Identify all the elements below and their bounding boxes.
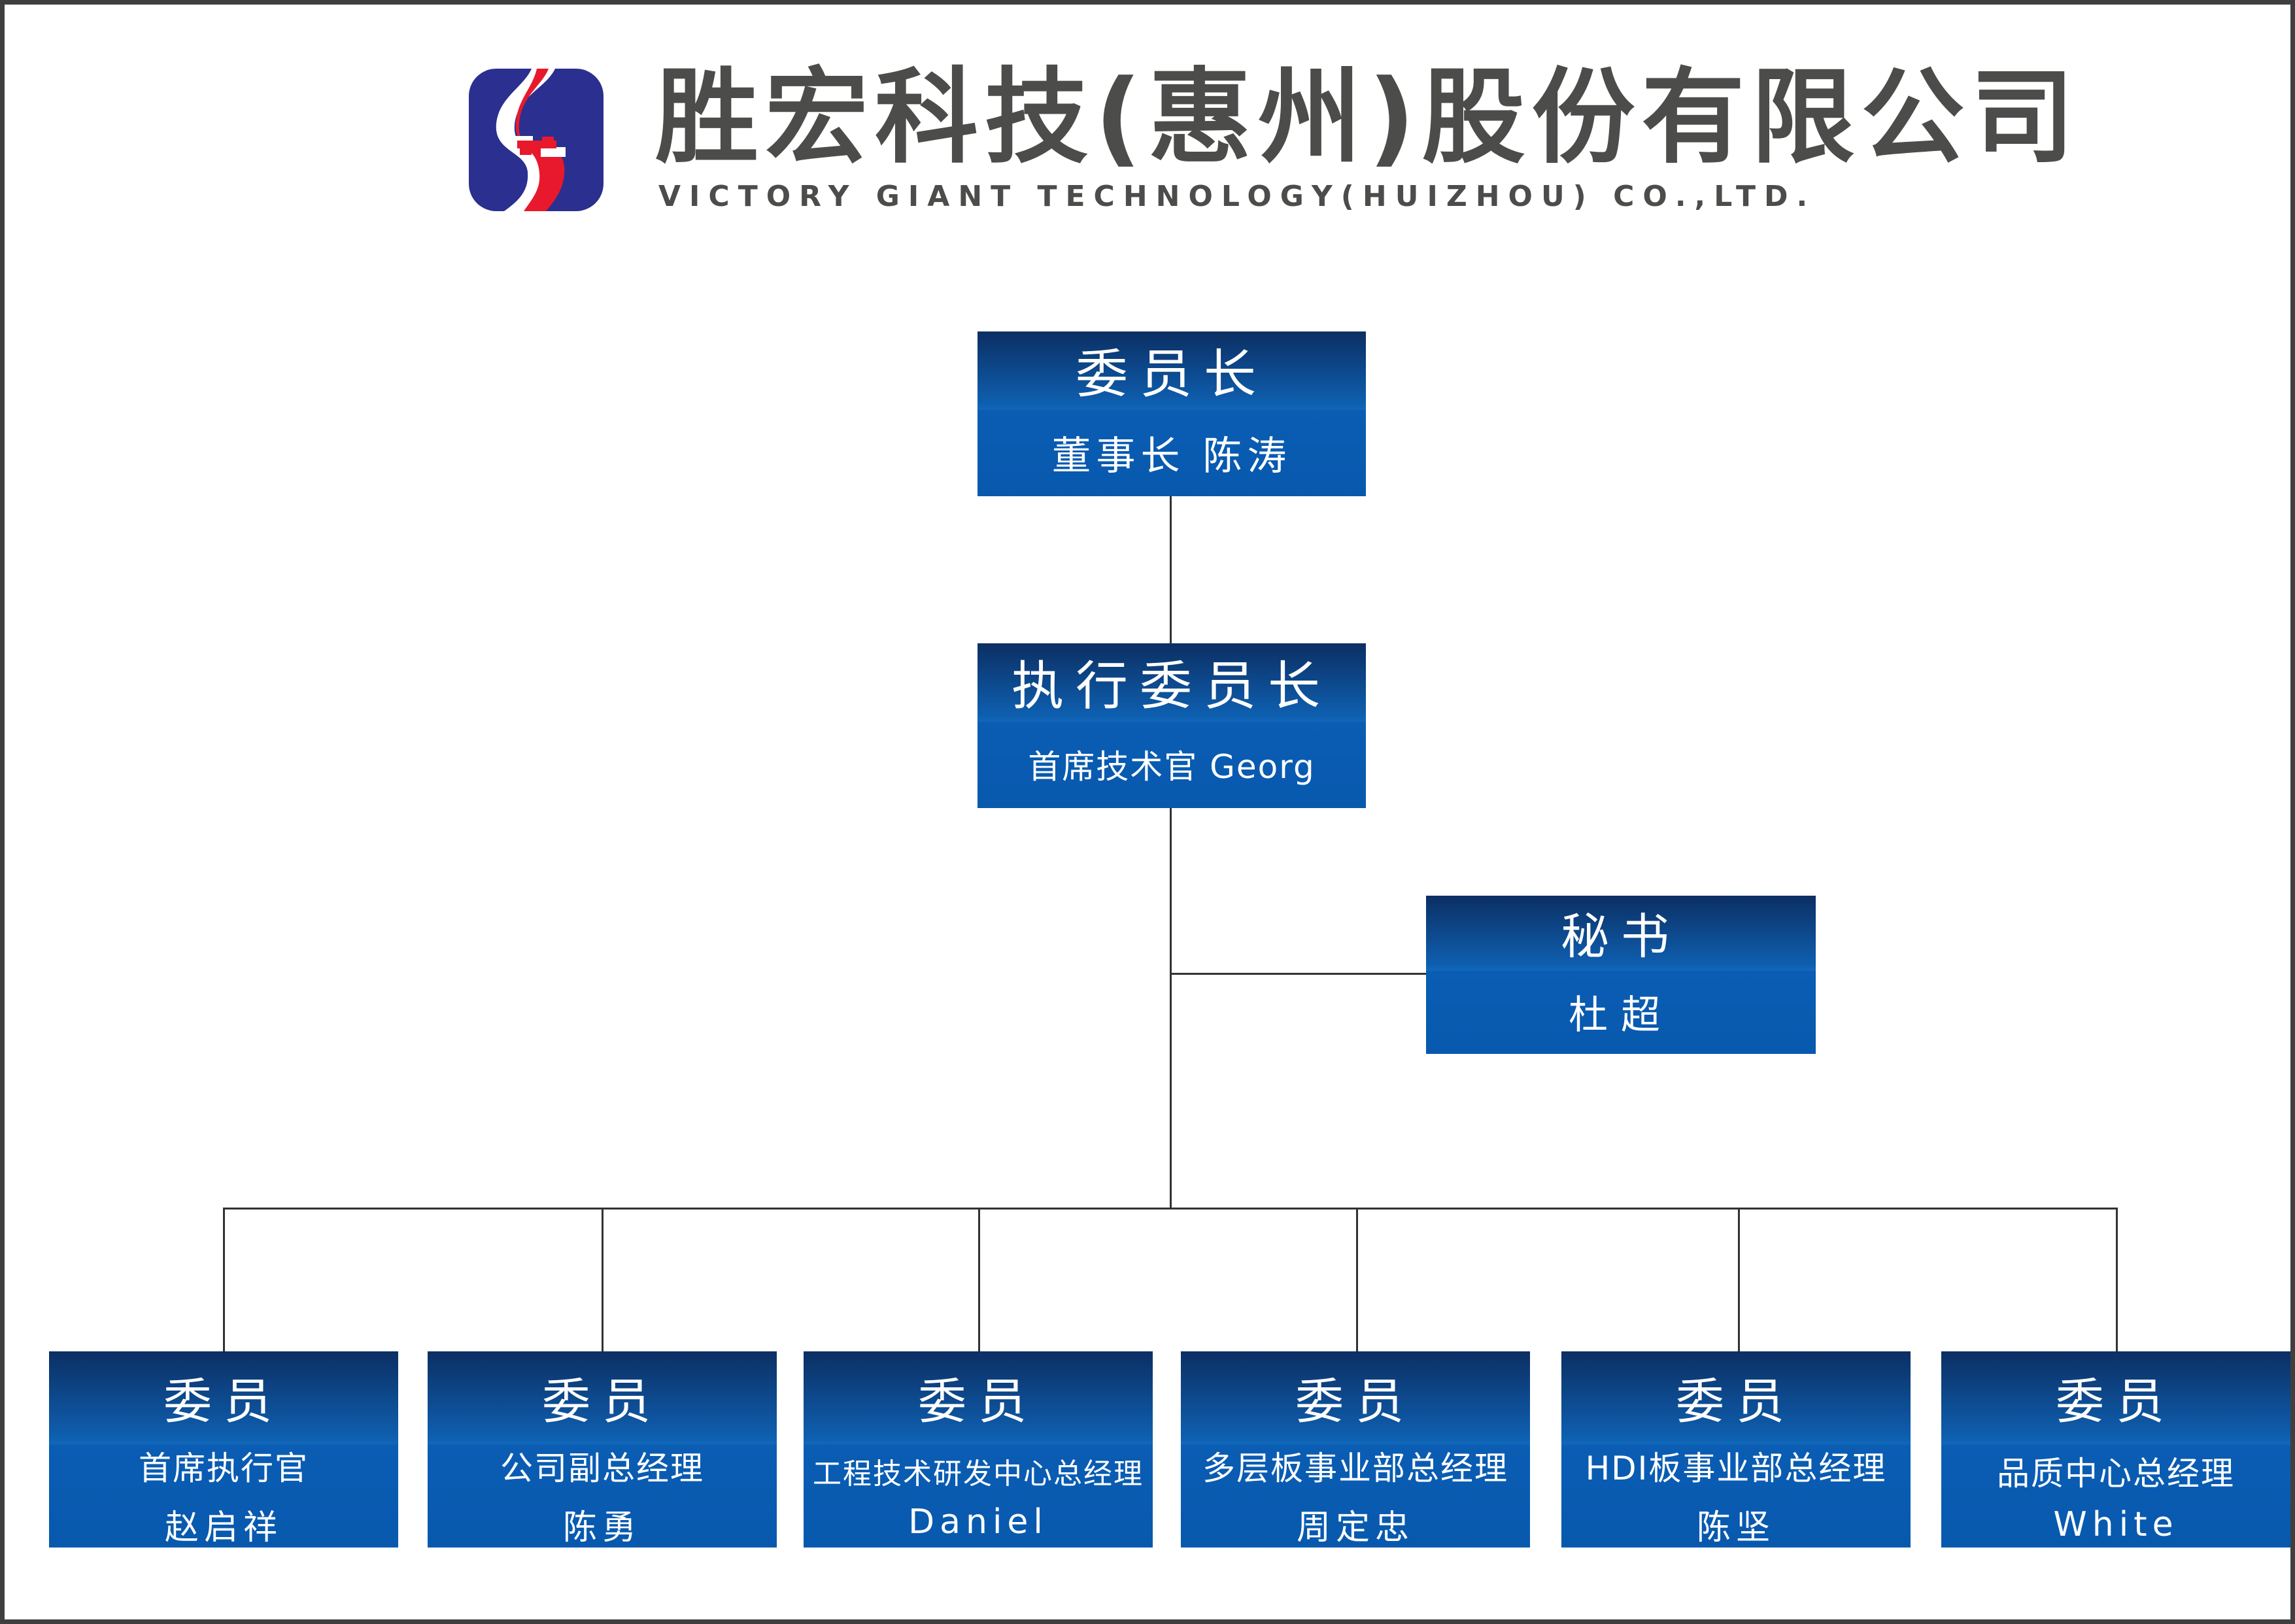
connector-drop-member-6 [2116,1208,2118,1351]
member-5-role: HDI板事业部总经理 [1585,1449,1887,1487]
member-4-role: 多层板事业部总经理 [1202,1449,1508,1487]
member-box-1: 委员 首席执行官 赵启祥 [49,1351,398,1548]
secretary-title: 秘书 [1561,909,1681,966]
chairman-person: 董事长 陈涛 [1051,433,1292,479]
member-4-title: 委员 [1295,1374,1416,1430]
secretary-box: 秘书 杜超 [1426,896,1816,1054]
member-6-name: White [2053,1504,2179,1544]
chairman-box: 委员长 董事长 陈涛 [978,331,1366,496]
company-title-chinese: 胜宏科技(惠州)股份有限公司 [655,58,2081,178]
member-1-role: 首席执行官 [139,1449,309,1487]
member-2-title: 委员 [542,1374,662,1430]
member-box-6: 委员 品质中心总经理 White [1941,1351,2290,1548]
connector-branch-secretary [1170,973,1426,975]
chairman-title: 委员长 [1076,344,1268,405]
member-3-name: Daniel [908,1502,1048,1542]
connector-drop-member-3 [978,1208,980,1351]
connector-drop-member-1 [223,1208,225,1351]
member-6-role: 品质中心总经理 [1997,1454,2235,1493]
exec-chairman-person: 首席技术官 Georg [1028,748,1316,787]
member-3-title: 委员 [918,1374,1038,1430]
connector-drop-member-5 [1738,1208,1740,1351]
member-box-5: 委员 HDI板事业部总经理 陈坚 [1561,1351,1911,1548]
connector-members-bus [223,1208,2117,1210]
connector-chairman-to-exec [1170,496,1172,643]
member-2-name: 陈勇 [562,1508,641,1548]
exec-chairman-title: 执行委员长 [1012,656,1332,717]
member-4-name: 周定忠 [1296,1508,1414,1548]
member-box-4: 委员 多层板事业部总经理 周定忠 [1181,1351,1530,1548]
connector-exec-to-members [1170,808,1172,1209]
member-5-name: 陈坚 [1696,1508,1775,1548]
company-title-english: VICTORY GIANT TECHNOLOGY(HUIZHOU) CO.,LT… [658,180,1816,213]
secretary-person: 杜超 [1569,992,1673,1039]
exec-chairman-box: 执行委员长 首席技术官 Georg [978,643,1366,808]
member-2-role: 公司副总经理 [500,1449,704,1487]
connector-drop-member-4 [1356,1208,1358,1351]
company-logo-icon [469,69,604,211]
member-box-2: 委员 公司副总经理 陈勇 [428,1351,777,1548]
member-5-title: 委员 [1676,1374,1796,1430]
member-1-name: 赵启祥 [164,1508,282,1548]
connector-drop-member-2 [602,1208,604,1351]
member-6-title: 委员 [2056,1374,2176,1430]
member-1-title: 委员 [163,1374,284,1430]
member-3-role: 工程技术研发中心总经理 [813,1457,1144,1491]
member-box-3: 委员 工程技术研发中心总经理 Daniel [804,1351,1153,1548]
